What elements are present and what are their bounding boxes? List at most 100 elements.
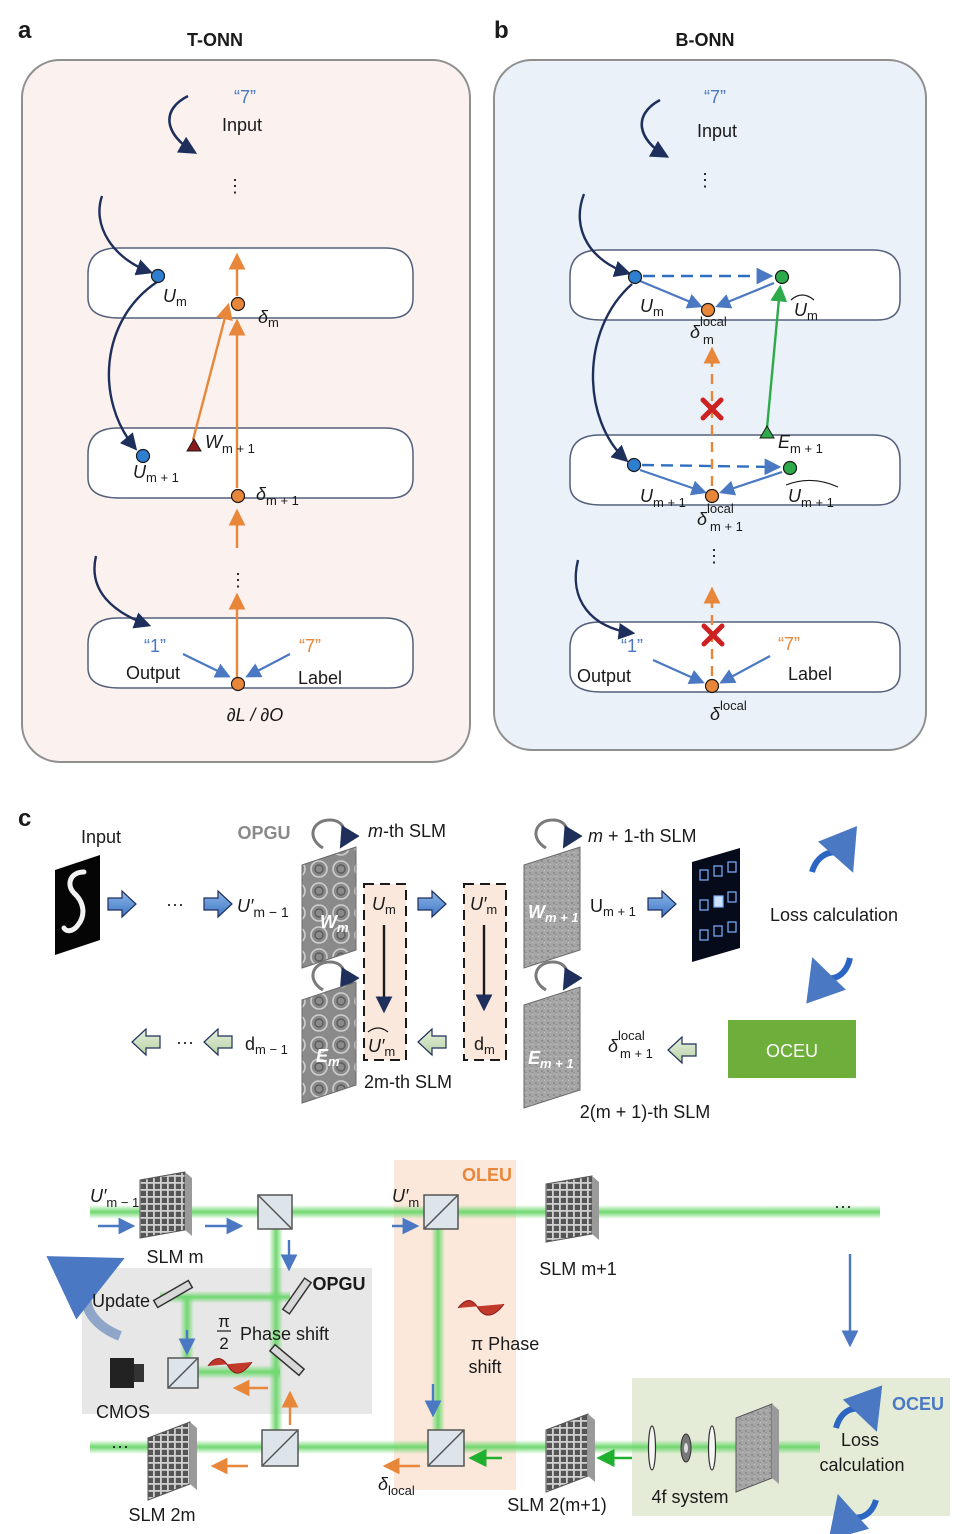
label-d-m1: dm − 1 <box>245 1034 288 1057</box>
label-delta-local-out: δlocal <box>710 698 747 724</box>
node-w-m1 <box>186 438 202 452</box>
plate-m <box>569 249 901 321</box>
arrow-into-um <box>98 195 154 276</box>
arrow-um-to-um1 <box>107 281 158 451</box>
label-dm: dm <box>474 1034 495 1057</box>
ellipsis-right: ··· <box>834 1196 852 1216</box>
output-quote: “1” <box>621 636 643 656</box>
slm-m1-label: SLM m+1 <box>539 1259 617 1279</box>
node-um <box>150 268 166 284</box>
arrow-into-output <box>93 555 152 629</box>
arrow-um1-to-delta <box>639 468 707 496</box>
arrow-label-to-grad <box>245 653 291 678</box>
node-delta-local-m1 <box>704 488 720 504</box>
mnist-input-image <box>55 855 100 955</box>
beam-vertical-oleu <box>431 1212 445 1442</box>
oceu-rotate-top <box>833 1385 883 1432</box>
label-delta-m: δm <box>258 307 279 330</box>
hat-uhat-m1 <box>785 479 839 488</box>
camera-cmos <box>110 1358 144 1388</box>
label-u-prime-m1: U′m − 1 <box>90 1186 139 1210</box>
opgu-label: OPGU <box>237 823 290 843</box>
plate-output <box>569 621 901 693</box>
input-label: Input <box>222 115 262 135</box>
plate-output <box>87 617 414 689</box>
beam-vertical-left <box>269 1212 283 1442</box>
slm-oceu-device <box>735 1403 779 1493</box>
panel-a-background <box>21 59 471 763</box>
panel-b-letter: b <box>494 17 509 44</box>
label-label: Label <box>298 668 342 688</box>
phase-mask-wm: Wm <box>301 846 357 969</box>
input-arrow <box>640 98 670 158</box>
optical-setup: U′m − 1 SLM m U′m OLEU SLM m+1 ··· <box>46 1160 950 1534</box>
oceu-label: OCEU <box>766 1041 818 1061</box>
block-cross-upper <box>700 397 724 421</box>
label-mth-slm: m-th SLM <box>368 821 446 841</box>
panel-b-title: B-ONN <box>676 30 735 50</box>
panel-a-title: T-ONN <box>187 30 243 50</box>
arrow-uhat-to-delta <box>715 281 775 309</box>
oceu-rotate-bottom <box>828 1493 879 1534</box>
node-um1 <box>626 457 642 473</box>
panel-c-letter: c <box>18 805 31 832</box>
oceu-box <box>728 1020 856 1078</box>
output-label: Output <box>577 666 631 686</box>
slm-2m1-label: SLM 2(m+1) <box>507 1495 607 1515</box>
loss-rotate-bottom <box>806 957 853 1004</box>
update-curved-arrow <box>46 1256 125 1341</box>
label-label: Label <box>788 664 832 684</box>
input-quote: “7” <box>234 87 256 107</box>
phase-wave-opgu <box>207 1358 253 1374</box>
arrow-um-to-delta <box>639 279 703 309</box>
arrow-w-to-delta-m <box>191 302 233 441</box>
beam-splitter-4 <box>427 1429 465 1467</box>
label-uhat-m1: Um + 1 <box>788 486 834 510</box>
node-uhat-m <box>774 269 790 285</box>
panel-a: a T-ONN “7” Input ⋮ ⋮ Um <box>18 17 471 763</box>
node-um1 <box>135 448 151 464</box>
loss-rotate-top <box>809 825 857 874</box>
node-delta-local-out <box>704 678 720 694</box>
label-loss-grad: ∂L / ∂O <box>227 705 283 725</box>
input-quote: “7” <box>704 87 726 107</box>
dashed-um1-to-uhat <box>641 458 782 476</box>
lens-2 <box>707 1425 717 1471</box>
block-arrow-right <box>107 889 137 919</box>
pi-phase-label-2: shift <box>468 1357 501 1377</box>
label-quote: “7” <box>778 634 800 654</box>
panel-a-letter: a <box>18 17 32 44</box>
plate-m1 <box>87 427 414 499</box>
ellipsis-top: ⋮ <box>696 170 714 190</box>
node-delta-m1 <box>230 488 246 504</box>
mirror-phase <box>268 1343 306 1377</box>
rotate-arrow-wm <box>311 818 360 850</box>
arrow-e-to-uhat <box>765 284 788 429</box>
node-delta-m <box>230 296 246 312</box>
label-um: Um <box>640 296 664 319</box>
beam-opgu-bottom <box>180 1365 280 1379</box>
label-delta-local: δlocal <box>378 1474 415 1498</box>
node-uhat-m1 <box>782 460 798 476</box>
label-uhat-m: Um <box>794 300 818 323</box>
beam-splitter-opgu <box>167 1357 199 1389</box>
hat-uhat-m <box>790 294 815 301</box>
block-arrow-right <box>203 889 233 919</box>
phase-wave-oleu <box>457 1300 505 1316</box>
slm-m-device <box>139 1171 192 1239</box>
ellipsis-backward: ··· <box>176 1032 194 1052</box>
phase-shift-label: Phase shift <box>240 1324 329 1344</box>
label-em1: Em + 1 <box>528 1048 574 1071</box>
arrow-label-to-delta <box>719 655 771 684</box>
node-grad <box>230 676 246 692</box>
block-arrow-left <box>667 1035 697 1065</box>
input-arrow <box>168 94 198 154</box>
block-arrow-right <box>417 889 447 919</box>
pi-phase-label-1: π Phase <box>471 1334 539 1354</box>
block-arrow-right <box>647 889 677 919</box>
plate-m <box>87 247 414 319</box>
label-w-m1: Wm + 1 <box>205 432 255 456</box>
panel-c: c Input ··· U′m − 1 OPGU m-th SLM Wm Um … <box>18 805 898 1122</box>
label-wm: Wm <box>320 912 349 935</box>
